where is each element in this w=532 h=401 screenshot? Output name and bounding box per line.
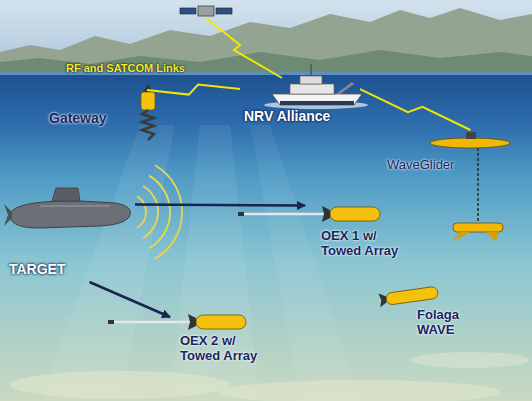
ship-hull xyxy=(272,94,362,105)
towed-array xyxy=(240,213,326,216)
sky xyxy=(0,0,532,76)
satellite-body xyxy=(198,6,214,16)
mountains xyxy=(0,8,532,76)
waveglider xyxy=(430,132,510,242)
bridge xyxy=(300,76,322,84)
solar-panel xyxy=(216,8,232,14)
glider-wings xyxy=(452,232,498,242)
radio-link xyxy=(147,85,240,95)
array-end xyxy=(108,320,114,324)
detection-arrow xyxy=(90,282,171,317)
towed-array xyxy=(110,321,192,324)
auv-body xyxy=(330,207,380,221)
auv-body xyxy=(385,286,438,305)
labeled-object: OEX 1 w/ Towed Array xyxy=(305,198,420,273)
hills xyxy=(0,50,532,76)
glider-tether xyxy=(477,148,479,222)
crane xyxy=(336,82,354,94)
auv-fins xyxy=(188,314,196,330)
sound-arc xyxy=(155,165,182,259)
target-label: TARGET xyxy=(9,261,66,277)
buoy-body xyxy=(141,92,155,110)
auv-fins xyxy=(322,206,330,222)
superstructure xyxy=(290,84,334,94)
sound-waves xyxy=(137,165,182,259)
radio-link xyxy=(360,89,470,130)
sand-patch xyxy=(410,352,530,368)
oex2-vehicle xyxy=(108,314,246,330)
sound-arc xyxy=(149,176,170,249)
vehicle-label: OEX 1 w/ Towed Array xyxy=(321,229,416,259)
sound-arc xyxy=(143,186,158,238)
ship-label: NRV Alliance xyxy=(244,108,330,124)
mast xyxy=(310,64,312,76)
submarine xyxy=(4,188,130,228)
labeled-object: NRV Alliance xyxy=(240,72,360,129)
labeled-object: OEX 2 w/ Towed Array xyxy=(170,305,285,385)
labeled-object: WaveGlider xyxy=(385,130,525,245)
glider-float xyxy=(430,138,510,148)
sea xyxy=(0,72,532,401)
detection-arrow xyxy=(135,204,305,205)
satellite-link xyxy=(206,18,282,78)
gateway-buoy xyxy=(141,84,155,140)
labeled-object: TARGET xyxy=(5,185,135,282)
sound-arc xyxy=(137,196,146,227)
sand-patch xyxy=(220,380,500,401)
buoy-cable xyxy=(142,110,154,140)
hull-highlight xyxy=(40,205,110,207)
submarine-sail xyxy=(52,188,80,201)
ship xyxy=(264,64,368,109)
array-end xyxy=(238,212,244,216)
submarine-hull xyxy=(10,201,130,228)
gateway-label: Gateway xyxy=(49,110,107,126)
vehicle-label: OEX 2 w/ Towed Array xyxy=(180,334,275,364)
vehicle-label: Folaga WAVE xyxy=(417,308,489,338)
hull-stripe xyxy=(280,101,354,105)
light-ray xyxy=(250,125,360,401)
solar-panel xyxy=(180,8,196,14)
waveglider-label: WaveGlider xyxy=(387,158,454,173)
auv-body xyxy=(196,315,246,329)
glider-mast xyxy=(466,132,476,139)
glider-sub xyxy=(453,223,503,232)
link-label: RF and SATCOM Links xyxy=(66,62,185,75)
auv-fins xyxy=(378,292,387,307)
oex1-vehicle xyxy=(238,206,380,222)
folaga-vehicle xyxy=(378,285,438,307)
labeled-object: Folaga WAVE xyxy=(375,285,505,355)
submarine-tail xyxy=(4,204,12,226)
labeled-object: Gateway xyxy=(45,90,165,145)
sand-patch xyxy=(10,371,230,399)
satellite xyxy=(180,6,232,16)
